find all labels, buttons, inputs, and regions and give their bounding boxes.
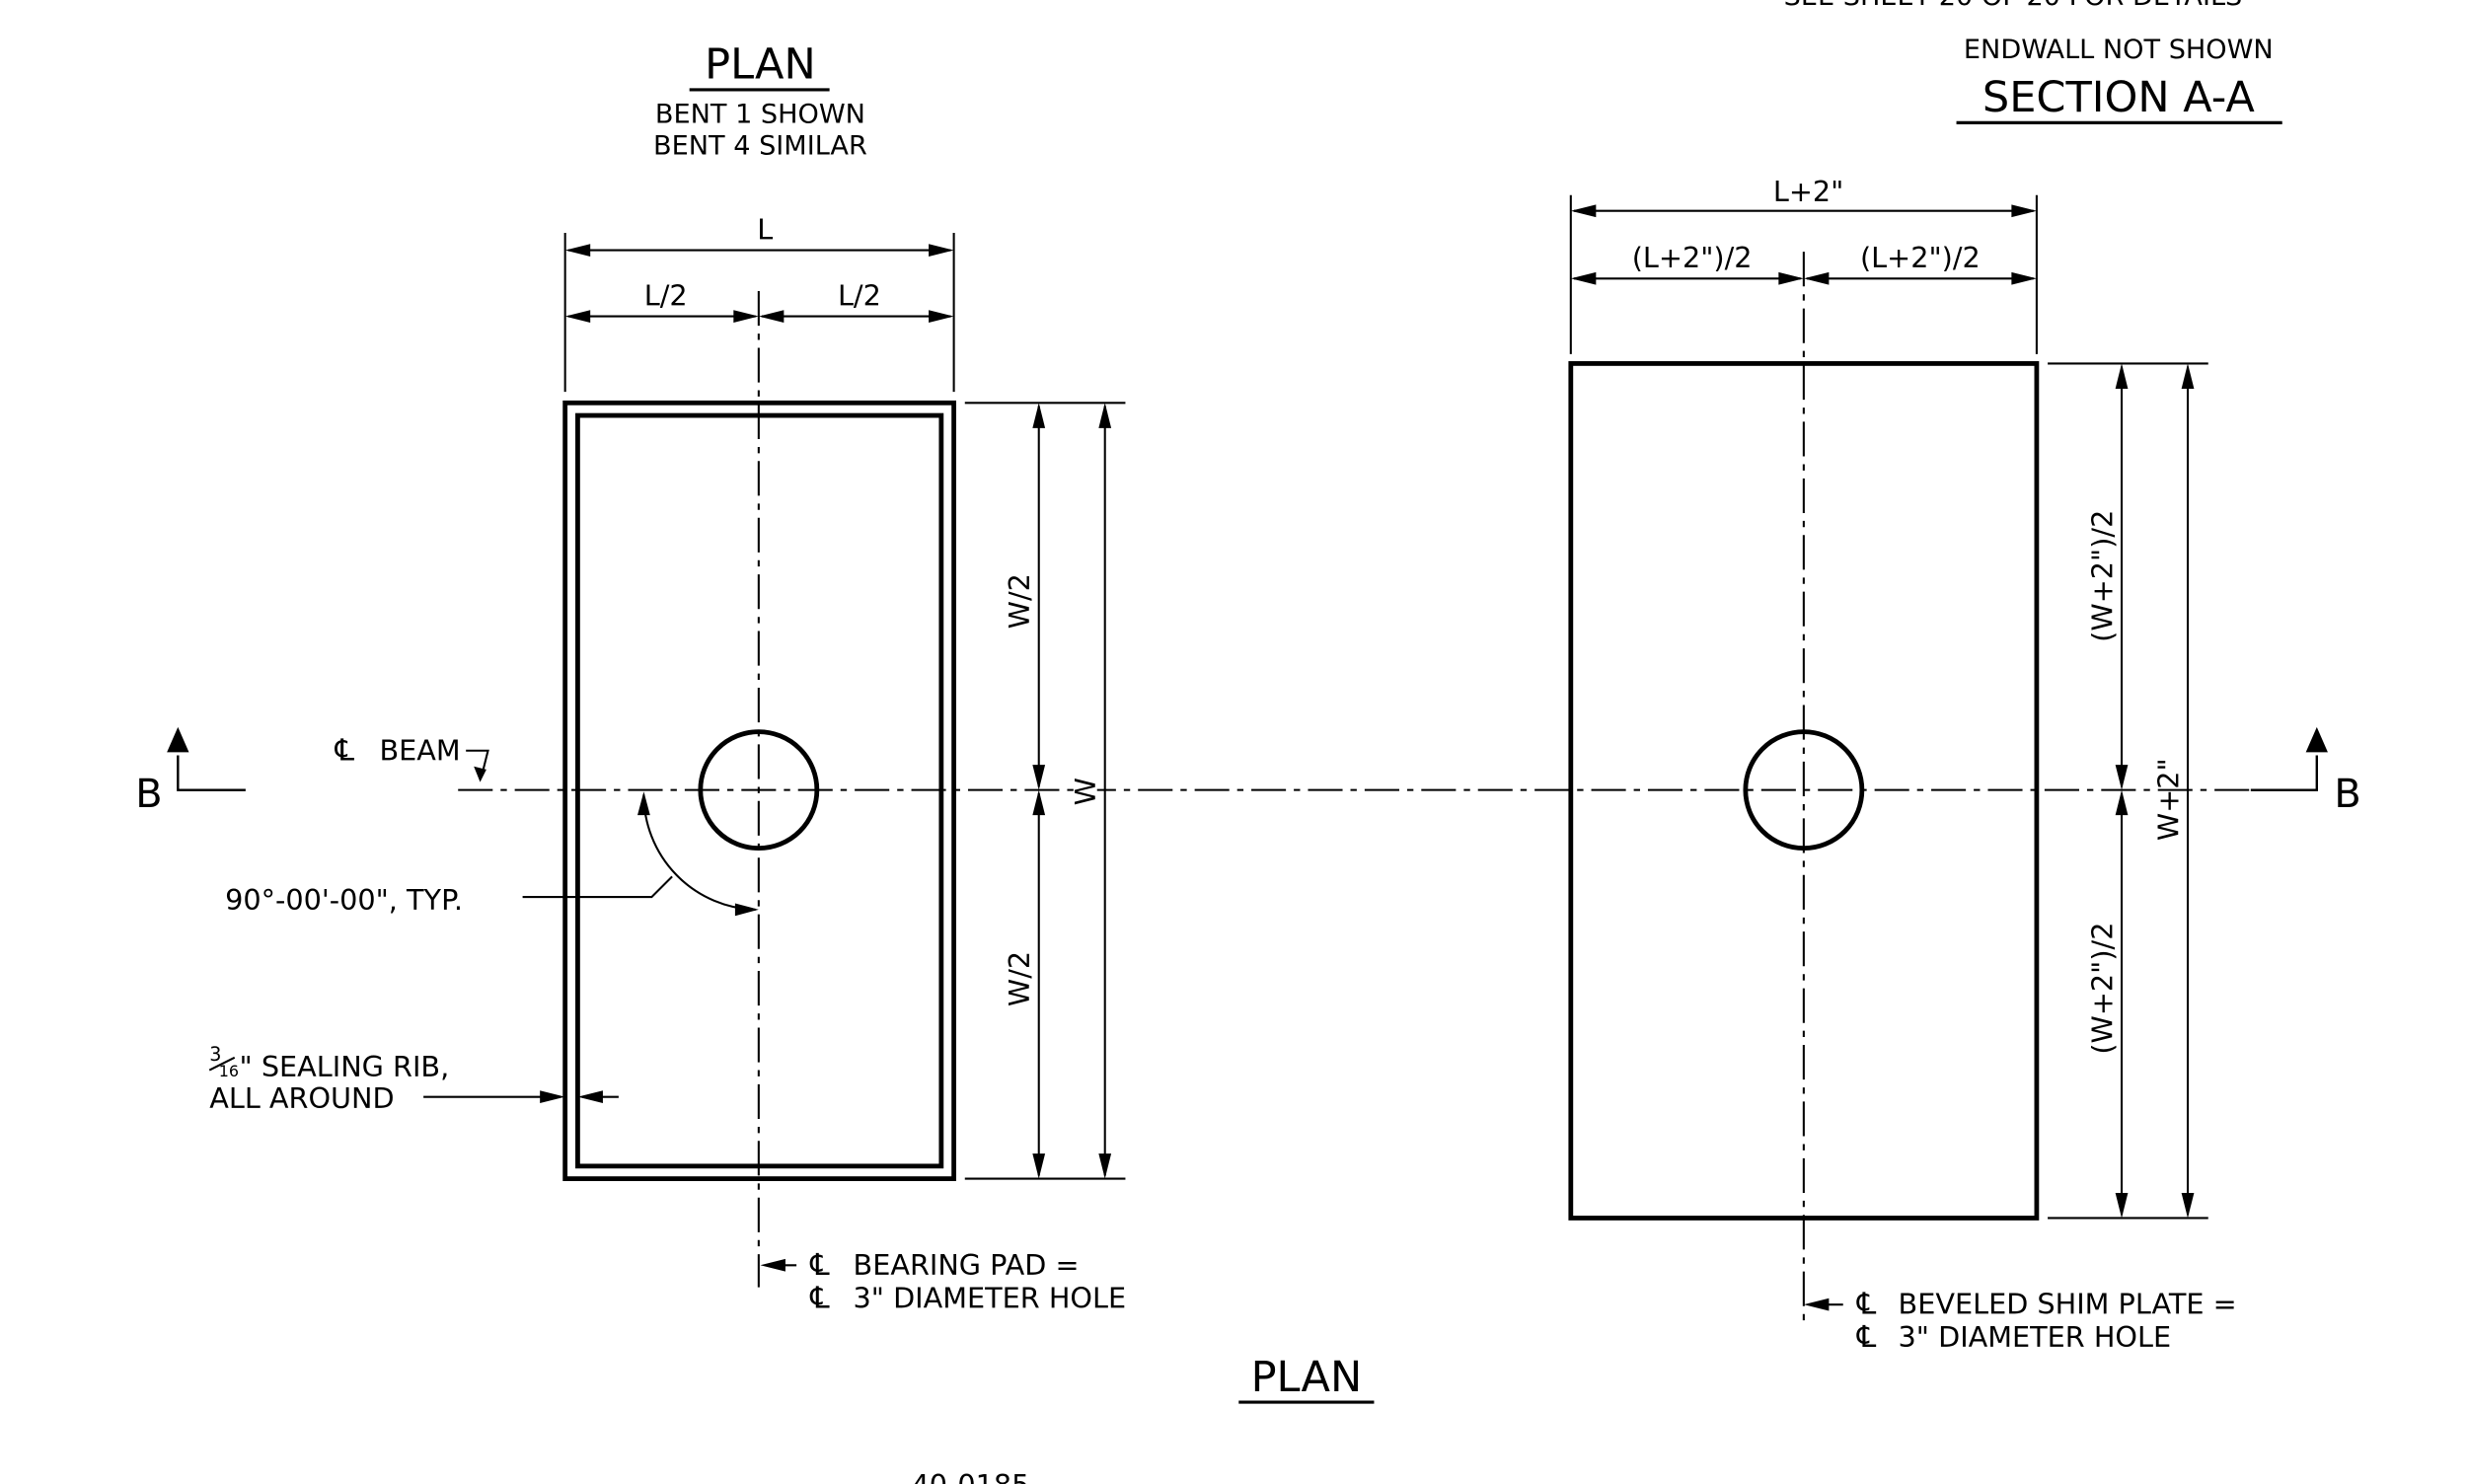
arrowhead-icon: [929, 310, 954, 323]
bearing-pad-hole: [698, 729, 820, 852]
arrowhead-icon: [564, 244, 591, 257]
dim-label-w: W: [1069, 778, 1102, 805]
arrowhead-icon: [1803, 271, 1830, 285]
centerline-symbol-beam: ℄: [335, 733, 355, 768]
arrowhead-icon: [564, 310, 591, 323]
centerline-symbol-shim-1: ℄: [1856, 1288, 1877, 1322]
dim-label-l-plus-2: L+2": [1773, 175, 1843, 208]
endwall-note: ENDWALL NOT SHOWN: [1964, 35, 2274, 65]
arrowhead-icon: [1803, 1298, 1830, 1311]
arrowhead-icon: [2115, 1192, 2129, 1219]
centerline-symbol-pad-2: ℄: [809, 1281, 830, 1315]
section-marker-left-letter: B: [135, 772, 162, 817]
section-marker-left-line: [177, 755, 246, 791]
label-rib-note-2: ALL AROUND: [209, 1081, 394, 1115]
dim-label-w-plus-2-half-bottom: (W+2")/2: [2085, 923, 2119, 1055]
cutoff-footer-text: 40-0185: [912, 1468, 1030, 1484]
arrowhead-icon: [1778, 271, 1804, 285]
dim-label-w-half-bottom: W/2: [1003, 951, 1036, 1006]
plan-title-top: PLAN: [705, 40, 816, 90]
label-rib-note-1: " SEALING RIB,: [240, 1050, 450, 1083]
arrowhead-icon: [2181, 1192, 2195, 1219]
angle-arc: [642, 794, 756, 911]
label-cl-bearing-pad-2: 3" DIAMETER HOLE: [854, 1281, 1127, 1314]
arrowhead-icon: [1032, 765, 1046, 790]
arrowhead-icon: [929, 244, 954, 257]
dim-label-w-half-top: W/2: [1003, 573, 1036, 629]
label-cl-shim-plate-2: 3" DIAMETER HOLE: [1899, 1320, 2172, 1354]
shim-plate-hole: [1743, 729, 1865, 852]
rib-fraction-num: 3: [209, 1043, 221, 1066]
arrowhead-icon: [474, 766, 486, 782]
arrowhead-icon: [734, 903, 759, 917]
dim-label-l-plus-2-half-left: (L+2")/2: [1632, 241, 1753, 274]
arrowhead-icon: [637, 791, 650, 816]
leader-cl-beam: [466, 749, 489, 777]
rib-fraction-bar: [208, 1056, 236, 1072]
arrowhead-icon: [1032, 403, 1046, 428]
arrowhead-icon: [2011, 204, 2037, 218]
arrowhead-icon: [2181, 363, 2195, 389]
arrowhead-icon: [1570, 271, 1597, 285]
arrowhead-icon: [540, 1090, 565, 1104]
bearing-pad-view: L L/2 L/2 W/2 W/2 W ℄ BEAM: [208, 212, 1127, 1315]
label-cl-shim-plate-1: BEVELED SHIM PLATE =: [1899, 1288, 2237, 1321]
arrowhead-icon: [577, 1090, 603, 1104]
arrowhead-icon: [1032, 1153, 1046, 1179]
dim-label-l-half-left: L/2: [644, 278, 688, 312]
section-marker-right-letter: B: [2334, 772, 2360, 817]
arrowhead-icon: [758, 310, 785, 323]
section-marker-right-line: [2250, 755, 2318, 791]
section-aa-title: SECTION A-A: [1982, 73, 2255, 122]
arrowhead-icon: [733, 310, 759, 323]
dim-label-w-plus-2-half-top: (W+2")/2: [2085, 510, 2119, 642]
section-arrow-icon: [2305, 726, 2328, 753]
arrowhead-icon: [1032, 789, 1046, 816]
bearing-pad-outline: [562, 400, 956, 1181]
rib-fraction-den: 16: [219, 1062, 239, 1080]
dim-label-w-bg: [1078, 774, 1097, 809]
arrowhead-icon: [1098, 1153, 1112, 1179]
dim-label-l: L: [757, 212, 773, 246]
plan-note-bent4: BENT 4 SIMILAR: [653, 130, 867, 161]
label-cl-bearing-pad-1: BEARING PAD =: [854, 1248, 1080, 1282]
cutoff-header-text: SEE SHEET 20 OF 20 FOR DETAILS: [1784, 0, 2243, 12]
label-angle-note: 90°-00'-00", TYP.: [225, 883, 463, 917]
arrowhead-icon: [1570, 204, 1597, 218]
plan-title-bottom: PLAN: [1251, 1353, 1363, 1402]
section-marker-right: B: [2250, 726, 2361, 817]
section-arrow-icon: [167, 726, 189, 753]
dim-label-l-plus-2-half-right: (L+2")/2: [1860, 241, 1981, 274]
plan-note-bent1: BENT 1 SHOWN: [655, 99, 865, 129]
arrowhead-icon: [2011, 271, 2037, 285]
centerline-symbol-pad-1: ℄: [809, 1248, 830, 1283]
arrowhead-icon: [2115, 363, 2129, 389]
dim-label-l-half-right: L/2: [838, 278, 881, 312]
arrowhead-icon: [2115, 765, 2129, 790]
dim-label-w-plus-2: W+2": [2151, 758, 2185, 841]
leader-angle: [522, 875, 673, 899]
centerline-symbol-shim-2: ℄: [1856, 1320, 1877, 1355]
label-cl-beam: BEAM: [379, 733, 460, 767]
arrowhead-icon: [1098, 403, 1112, 428]
arrowhead-icon: [760, 1258, 785, 1272]
arrowhead-icon: [2115, 789, 2129, 816]
section-marker-left: B: [135, 726, 246, 817]
shim-plate-view: L+2" (L+2")/2 (L+2")/2 (W+2")/2 (W+2")/2…: [1568, 175, 2237, 1355]
